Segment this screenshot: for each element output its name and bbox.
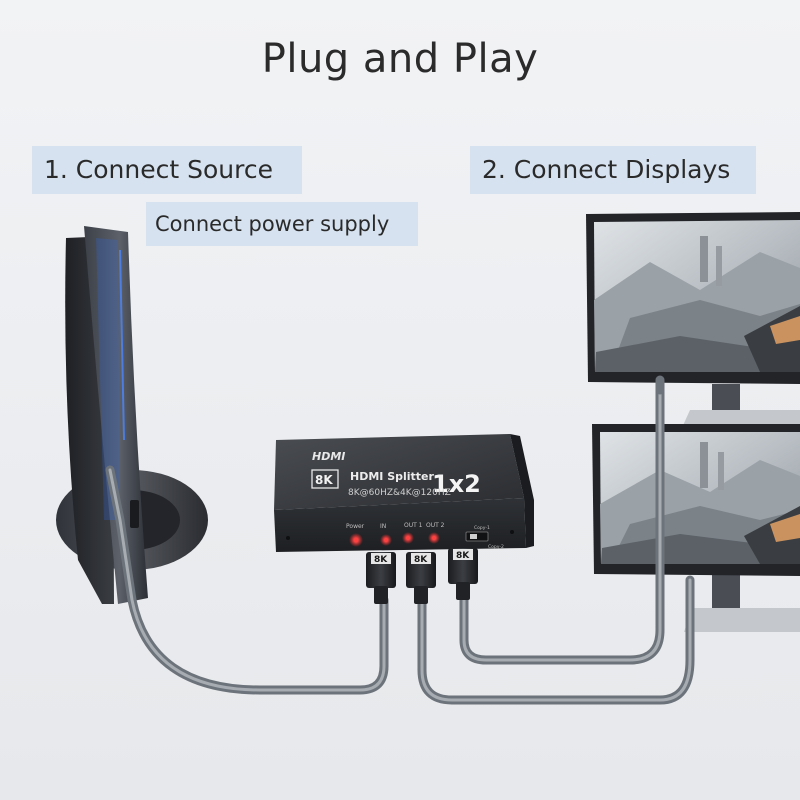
plug-out2-label: 8K — [456, 551, 470, 561]
switch-label-top: Copy-1 — [474, 525, 490, 531]
splitter-badge — [311, 469, 339, 489]
switch-label-bottom: Copy-2 — [488, 544, 504, 550]
monitor-top-screen — [594, 220, 800, 372]
port-label-out2: OUT 2 — [426, 522, 445, 529]
hdmi-cables — [105, 375, 695, 705]
monitor-bottom — [592, 424, 800, 632]
hdmi-plug-out-2: 8K — [448, 548, 478, 600]
splitter-badge-text: 8K — [315, 473, 333, 487]
hdmi-plug-out-1: 8K — [406, 552, 436, 604]
splitter-name: HDMI Splitter — [350, 470, 435, 483]
step-connect-displays: 2. Connect Displays — [470, 146, 756, 194]
splitter-front — [274, 498, 526, 552]
port-label-power: Power — [346, 523, 365, 530]
splitter-top — [274, 434, 524, 510]
monitor-bottom-screen — [600, 432, 800, 564]
game-console — [65, 226, 148, 604]
plug-in-badge — [371, 553, 391, 564]
splitter-brand: HDMI — [312, 450, 345, 463]
monitor-bottom-base — [684, 608, 800, 632]
monitor-top — [586, 212, 800, 432]
splitter-spec: 8K@60HZ&4K@120HZ — [348, 488, 451, 498]
step-connect-power: Connect power supply — [146, 202, 418, 246]
splitter-ratio: 1x2 — [432, 470, 481, 498]
plug-out2-badge — [453, 549, 473, 560]
plug-out1-label: 8K — [414, 555, 428, 565]
step-connect-source: 1. Connect Source — [32, 146, 302, 194]
hdmi-splitter: HDMI 8K HDMI Splitter 1x2 8K@60HZ&4K@120… — [274, 434, 534, 552]
page-title: Plug and Play — [261, 36, 539, 82]
port-label-out1: OUT 1 — [404, 522, 423, 529]
plug-out1-badge — [411, 553, 431, 564]
console-light-strip — [119, 249, 125, 441]
hdmi-plug-in: 8K — [366, 552, 396, 604]
port-label-in: IN — [380, 523, 386, 530]
plug-in-label: 8K — [374, 555, 388, 565]
